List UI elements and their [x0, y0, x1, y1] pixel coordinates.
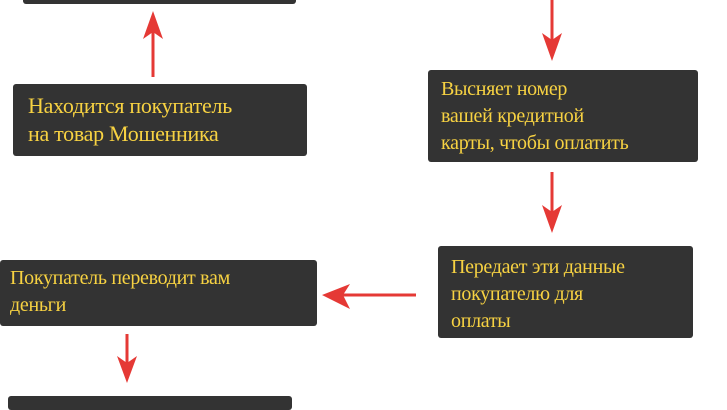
node-buyer-pays: Покупатель переводит вам деньги [0, 260, 317, 326]
arrow-down-icon [542, 0, 562, 61]
arrow-left-icon [322, 284, 416, 309]
node-text-line: вашей кредитной [441, 105, 584, 127]
arrow-up-icon [143, 11, 163, 77]
node-text-line: Находится покупатель [28, 93, 232, 118]
node-text-line: на товар Мошенника [28, 121, 219, 146]
arrow-down-icon [117, 334, 137, 383]
node-text-line: Передает эти данные [451, 256, 625, 278]
node-text-line: Высняет номер [441, 78, 568, 100]
node-asks-card: Высняет номер вашей кредитной карты, что… [428, 70, 698, 162]
node-text-line: деньги [10, 294, 66, 316]
arrows-layer [117, 0, 562, 383]
arrow-down-icon [542, 172, 562, 233]
node-text-line: Покупатель переводит вам [10, 267, 230, 289]
node-text-line: покупателю для [451, 283, 583, 305]
node-text-line: оплаты [451, 310, 511, 332]
node-passes-data: Передает эти данные покупателю для оплат… [438, 246, 693, 338]
top-partial-box [23, 0, 296, 4]
node-text-line: карты, чтобы оплатить [441, 132, 629, 154]
node-finds-buyer: Находится покупатель на товар Мошенника [13, 84, 307, 156]
